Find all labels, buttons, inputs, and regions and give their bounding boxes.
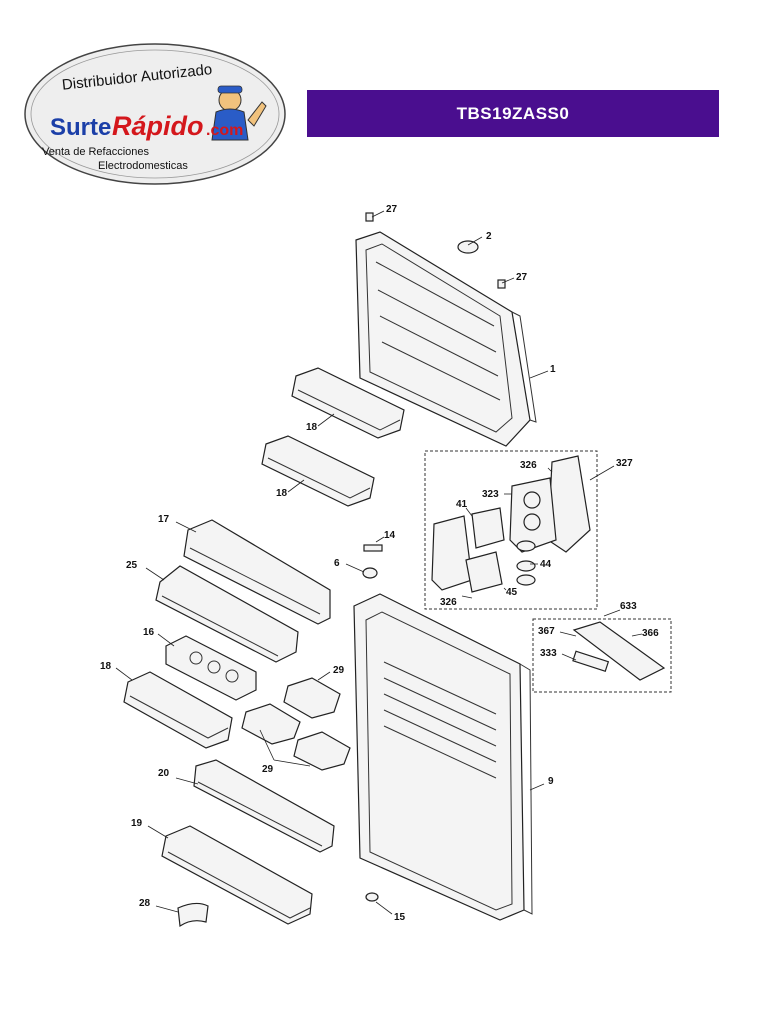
control-parts	[572, 621, 666, 681]
label-part-6: 6	[334, 558, 340, 569]
egg-tray-16	[165, 635, 257, 701]
label-part-27-right: 27	[516, 272, 528, 283]
logo-brand-com: .com	[206, 122, 243, 139]
label-part-20: 20	[158, 768, 170, 779]
exploded-parts-diagram: 27 2 27 1 18 18 326 327 323 41 44 45 326…	[100, 204, 672, 928]
dairy-cover-25	[155, 565, 299, 663]
label-part-366: 366	[642, 628, 659, 639]
label-part-333: 333	[540, 648, 557, 659]
part-28-clip	[177, 902, 209, 928]
label-part-327: 327	[616, 458, 633, 469]
label-part-14: 14	[384, 530, 396, 541]
door-shelf-18-upper	[291, 367, 405, 439]
label-part-323: 323	[482, 489, 499, 500]
door-shelf-18-middle	[261, 435, 375, 507]
label-part-9: 9	[548, 776, 554, 787]
logo-oval	[24, 43, 286, 185]
control-assembly-box	[532, 618, 672, 693]
fresh-food-door	[353, 593, 533, 921]
logo-subtitle-line1: Venta de Refacciones	[42, 146, 150, 158]
leader-lines	[115, 210, 643, 915]
freezer-door	[355, 231, 537, 447]
part-2-cap	[457, 240, 479, 254]
label-part-15: 15	[394, 912, 406, 923]
label-part-19: 19	[131, 818, 143, 829]
part-6-plug	[362, 567, 378, 579]
label-part-27-top: 27	[386, 204, 398, 215]
logo-subtitle-line2: Electrodomesticas	[98, 160, 188, 172]
distributor-logo: Distribuidor Autorizado Surte Rápido .co…	[24, 43, 286, 185]
model-banner: TBS19ZASS0	[307, 90, 719, 137]
label-part-18-middle: 18	[276, 488, 288, 499]
part-15-screw	[365, 892, 379, 902]
label-part-28: 28	[139, 898, 151, 909]
icemaker-parts	[431, 455, 591, 593]
door-shelf-20	[193, 759, 335, 853]
label-part-326-bottom: 326	[440, 597, 457, 608]
label-part-16: 16	[143, 627, 155, 638]
label-part-44: 44	[540, 559, 552, 570]
label-part-326-top: 326	[520, 460, 537, 471]
label-part-45: 45	[506, 587, 518, 598]
door-shelf-19	[161, 825, 313, 925]
part-27-clip	[365, 212, 374, 222]
label-part-367: 367	[538, 626, 555, 637]
cup-29-c	[293, 731, 351, 771]
cup-29-b	[241, 703, 301, 745]
label-part-1: 1	[550, 364, 556, 375]
label-part-25: 25	[126, 560, 138, 571]
label-part-29-right: 29	[333, 665, 345, 676]
mascot-icon	[211, 85, 267, 141]
door-shelf-18-lower	[123, 671, 233, 749]
logo-brand-surte: Surte	[50, 114, 111, 141]
label-part-633: 633	[620, 601, 637, 612]
label-part-29-bottom: 29	[262, 764, 274, 775]
label-part-2: 2	[486, 231, 492, 242]
logo-brand-rapido: Rápido	[112, 111, 204, 141]
label-part-18-upper: 18	[306, 422, 318, 433]
label-part-18-lower: 18	[100, 661, 112, 672]
door-shelf-17	[183, 519, 331, 625]
icemaker-assembly-box	[424, 450, 598, 610]
label-part-17: 17	[158, 514, 170, 525]
cup-29-a	[283, 677, 341, 719]
part-27-clip-right	[497, 279, 506, 289]
label-part-41: 41	[456, 499, 468, 510]
part-14-hinge	[363, 544, 383, 552]
